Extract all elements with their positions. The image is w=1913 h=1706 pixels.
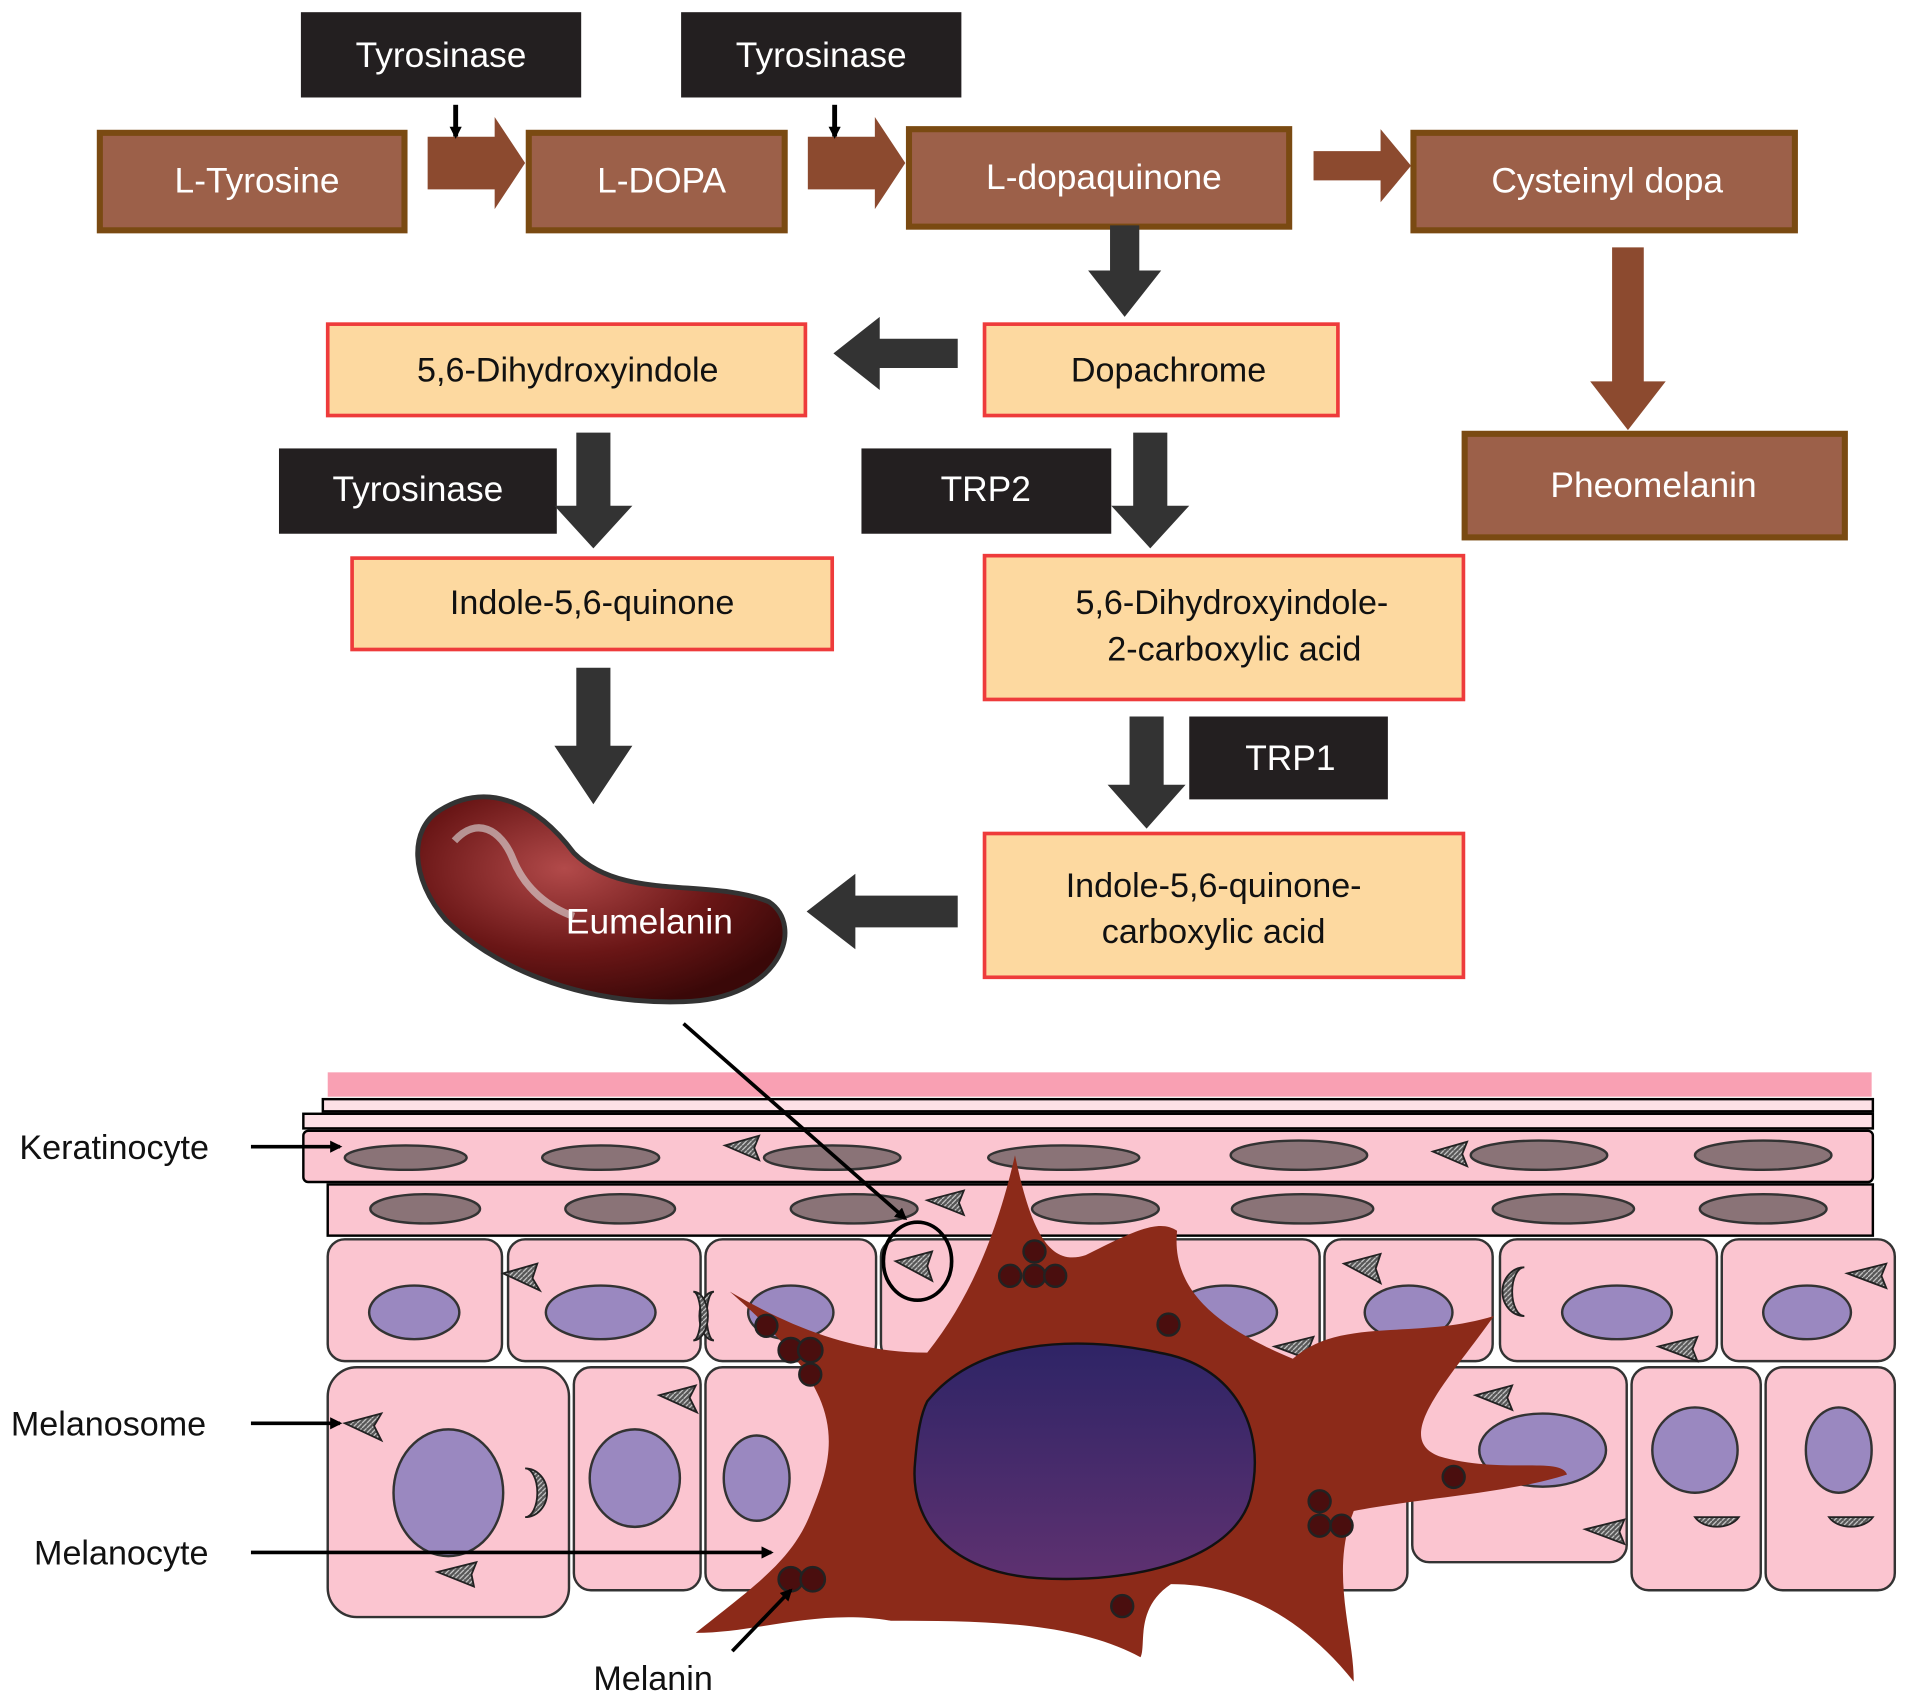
svg-text:Cysteinyl dopa: Cysteinyl dopa (1491, 162, 1723, 201)
pointer-arrows (250, 1022, 908, 1653)
arrow-left (833, 316, 958, 390)
svg-text:Eumelanin: Eumelanin (566, 902, 733, 941)
melanocyte (695, 1155, 1568, 1682)
svg-text:Indole-5,6-quinone-: Indole-5,6-quinone- (1066, 867, 1362, 905)
node-dihydroxyindole: 5,6-Dihydroxyindole (325, 322, 808, 418)
svg-text:Tyrosinase: Tyrosinase (736, 36, 907, 75)
keratinocyte-layer-2 (326, 1183, 1875, 1237)
svg-text:TRP1: TRP1 (1245, 739, 1335, 778)
node-l-dopa: L-DOPA (525, 129, 788, 234)
svg-text:Tyrosinase: Tyrosinase (356, 36, 527, 75)
svg-text:Indole-5,6-quinone: Indole-5,6-quinone (450, 584, 734, 622)
node-cysteinyl-dopa: Cysteinyl dopa (1410, 129, 1798, 234)
node-dopachrome: Dopachrome (982, 322, 1340, 418)
svg-text:2-carboxylic acid: 2-carboxylic acid (1107, 630, 1361, 668)
keratinocyte-layer-1 (302, 1129, 1875, 1184)
enzyme-trp1: TRP1 (1189, 716, 1388, 800)
highlight-circle (881, 1220, 954, 1303)
svg-text:carboxylic acid: carboxylic acid (1102, 913, 1326, 951)
melanosomes (342, 1134, 1888, 1589)
enzyme-arrows (449, 104, 841, 139)
node-dhica: 5,6-Dihydroxyindole- 2-carboxylic acid (982, 553, 1466, 702)
svg-text:5,6-Dihydroxyindole-: 5,6-Dihydroxyindole- (1075, 584, 1388, 622)
label-melanocyte: Melanocyte (34, 1535, 208, 1573)
svg-text:L-Tyrosine: L-Tyrosine (175, 162, 340, 201)
enzyme-tyrosinase-2: Tyrosinase (681, 12, 962, 98)
node-pheomelanin: Pheomelanin (1461, 430, 1848, 541)
enzyme-trp2: TRP2 (861, 448, 1112, 534)
svg-text:L-dopaquinone: L-dopaquinone (986, 158, 1222, 197)
svg-text:5,6-Dihydroxyindole: 5,6-Dihydroxyindole (417, 351, 718, 389)
svg-text:TRP2: TRP2 (941, 470, 1031, 509)
svg-text:Pheomelanin: Pheomelanin (1550, 466, 1756, 505)
node-l-tyrosine: L-Tyrosine (96, 129, 408, 234)
enzyme-tyrosinase-3: Tyrosinase (278, 448, 557, 534)
label-keratinocyte: Keratinocyte (19, 1129, 209, 1167)
node-l-dopaquinone: L-dopaquinone (905, 126, 1293, 230)
label-melanosome: Melanosome (11, 1405, 206, 1443)
arrow-down (1107, 716, 1186, 829)
brown-arrows (427, 116, 1666, 431)
arrow-right (427, 116, 526, 210)
arrow-right (807, 116, 906, 210)
skin-section (302, 1072, 1897, 1682)
eumelanin-granule: Eumelanin (415, 794, 788, 1005)
svg-text:Tyrosinase: Tyrosinase (332, 470, 503, 509)
svg-text:L-DOPA: L-DOPA (597, 162, 726, 201)
node-iqca: Indole-5,6-quinone-carboxylic acid (982, 831, 1466, 980)
arrow-down (1590, 247, 1666, 431)
arrow-down (554, 667, 633, 805)
arrow-down (1088, 225, 1162, 317)
enzyme-tyrosinase-1: Tyrosinase (300, 12, 582, 98)
svg-text:Dopachrome: Dopachrome (1071, 351, 1266, 389)
arrow-left (806, 873, 958, 950)
arrow-down (554, 432, 633, 549)
label-melanin: Melanin (593, 1660, 712, 1698)
node-indole-quinone: Indole-5,6-quinone (350, 556, 835, 652)
arrow-right (1313, 129, 1412, 203)
dark-arrows (554, 225, 1190, 950)
melanin-granules (754, 1239, 1466, 1619)
arrow-down (1111, 432, 1190, 549)
